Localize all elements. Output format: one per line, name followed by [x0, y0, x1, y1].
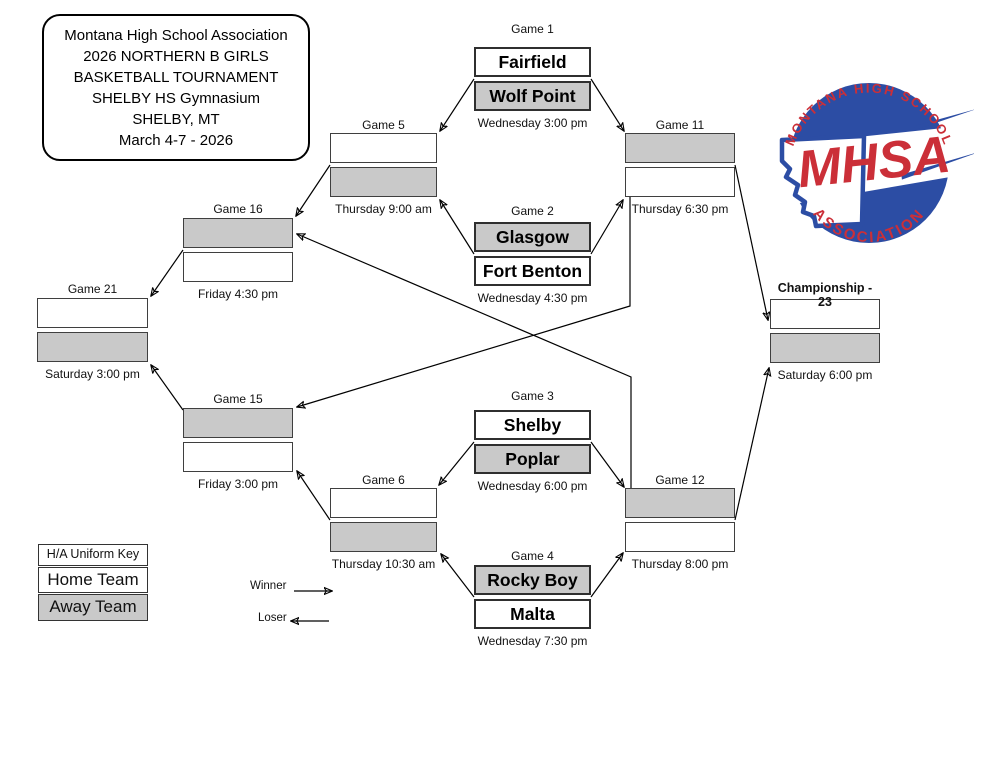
team-slot-home: Fort Benton — [474, 256, 591, 286]
game-label: Game 1 — [511, 22, 554, 36]
team-slot-away — [625, 133, 735, 163]
uniform-key: H/A Uniform Key Home Team Away Team — [38, 544, 148, 621]
game-label: Game 15 — [213, 392, 263, 406]
team-slot-home — [625, 167, 735, 197]
title-line: BASKETBALL TOURNAMENT — [73, 68, 279, 86]
game-label: Championship - 23 — [777, 281, 873, 309]
game-6: Game 6 Thursday 10:30 am — [330, 473, 437, 571]
wire-g1-loser-to-g5 — [440, 78, 475, 131]
wire-g3-loser-to-g6 — [439, 441, 475, 485]
game-time: Friday 3:00 pm — [197, 477, 279, 491]
game-time: Thursday 9:00 am — [335, 202, 432, 216]
game-label: Game 2 — [511, 204, 554, 218]
game-3: Game 3 Shelby Poplar Wednesday 6:00 pm — [474, 389, 591, 493]
team-slot-home — [183, 252, 293, 282]
mhsa-logo: MHSA MONTANA HIGH SCHOOL ASSOCIATION — [770, 80, 974, 246]
game-time: Thursday 8:00 pm — [631, 557, 729, 571]
game-label: Game 21 — [67, 282, 118, 296]
game-label: Game 16 — [213, 202, 263, 216]
wire-g16-winner-to-g21 — [151, 249, 184, 296]
game-5: Game 5 Thursday 9:00 am — [330, 118, 437, 216]
game-12: Game 12 Thursday 8:00 pm — [625, 473, 735, 571]
wire-g1-winner-to-g11 — [590, 78, 624, 131]
uniform-key-away: Away Team — [38, 594, 148, 621]
wire-g15-winner-to-g21 — [151, 365, 184, 411]
game-11: Game 11 Thursday 6:30 pm — [625, 118, 735, 216]
game-time: Wednesday 3:00 pm — [477, 116, 588, 130]
game-label: Game 3 — [511, 389, 554, 403]
uniform-key-title: H/A Uniform Key — [38, 544, 148, 566]
game-label: Game 5 — [362, 118, 405, 132]
title-line: Montana High School Association — [64, 26, 288, 44]
team-slot-away — [330, 522, 437, 552]
title-line: SHELBY HS Gymnasium — [91, 89, 261, 107]
game-time: Saturday 3:00 pm — [45, 367, 140, 381]
championship-game-23: Championship - 23 Saturday 6:00 pm — [770, 281, 880, 382]
game-4: Game 4 Rocky Boy Malta Wednesday 7:30 pm — [474, 549, 591, 648]
team-slot-away: Rocky Boy — [474, 565, 591, 595]
winner-label: Winner — [250, 580, 287, 592]
team-slot-home — [625, 522, 735, 552]
team-slot-home — [770, 299, 880, 329]
game-21: Game 21 Saturday 3:00 pm — [37, 282, 148, 381]
game-time: Thursday 6:30 pm — [631, 202, 729, 216]
wire-g2-winner-to-g11 — [590, 200, 623, 255]
team-slot-away — [330, 167, 437, 197]
team-slot-away — [770, 333, 880, 363]
team-slot-home — [37, 298, 148, 328]
game-label: Game 11 — [655, 118, 705, 132]
team-slot-home: Fairfield — [474, 47, 591, 77]
wire-g11-winner-to-championship — [734, 164, 768, 320]
game-label: Game 6 — [362, 473, 405, 487]
team-slot-home: Malta — [474, 599, 591, 629]
game-1: Game 1 Fairfield Wolf Point Wednesday 3:… — [474, 22, 591, 130]
wire-g6-winner-to-g15 — [297, 471, 331, 521]
game-time: Wednesday 4:30 pm — [477, 291, 588, 305]
game-label: Game 12 — [655, 473, 705, 487]
team-slot-home — [330, 133, 437, 163]
wire-g2-loser-to-g5 — [440, 200, 475, 255]
game-time: Friday 4:30 pm — [197, 287, 279, 301]
game-label: Game 4 — [511, 549, 554, 563]
uniform-key-home: Home Team — [38, 567, 148, 593]
loser-label: Loser — [258, 612, 287, 624]
wire-g3-winner-to-g12 — [590, 441, 624, 487]
wire-g4-winner-to-g12 — [590, 553, 623, 598]
montana-state-outline — [779, 133, 867, 229]
team-slot-away: Glasgow — [474, 222, 591, 252]
tournament-title-box: Montana High School Association 2026 NOR… — [42, 14, 310, 161]
game-time: Wednesday 7:30 pm — [477, 634, 588, 648]
wire-g12-winner-to-championship — [734, 368, 769, 521]
team-slot-away — [183, 408, 293, 438]
game-time: Saturday 6:00 pm — [777, 368, 873, 382]
team-slot-away — [625, 488, 735, 518]
wire-g4-loser-to-g6 — [441, 554, 475, 598]
team-slot-away — [37, 332, 148, 362]
team-slot-away — [183, 218, 293, 248]
game-16: Game 16 Friday 4:30 pm — [183, 202, 293, 301]
team-slot-home — [183, 442, 293, 472]
team-slot-home — [330, 488, 437, 518]
game-2: Game 2 Glasgow Fort Benton Wednesday 4:3… — [474, 204, 591, 305]
title-line: SHELBY, MT — [132, 110, 220, 128]
game-time: Thursday 10:30 am — [331, 557, 436, 571]
title-line: 2026 NORTHERN B GIRLS — [83, 47, 269, 65]
game-time: Wednesday 6:00 pm — [477, 479, 588, 493]
game-15: Game 15 Friday 3:00 pm — [183, 392, 293, 491]
title-line: March 4-7 - 2026 — [118, 131, 234, 149]
team-slot-home: Shelby — [474, 410, 591, 440]
team-slot-away: Wolf Point — [474, 81, 591, 111]
team-slot-away: Poplar — [474, 444, 591, 474]
wire-g5-winner-to-g16 — [296, 164, 331, 216]
